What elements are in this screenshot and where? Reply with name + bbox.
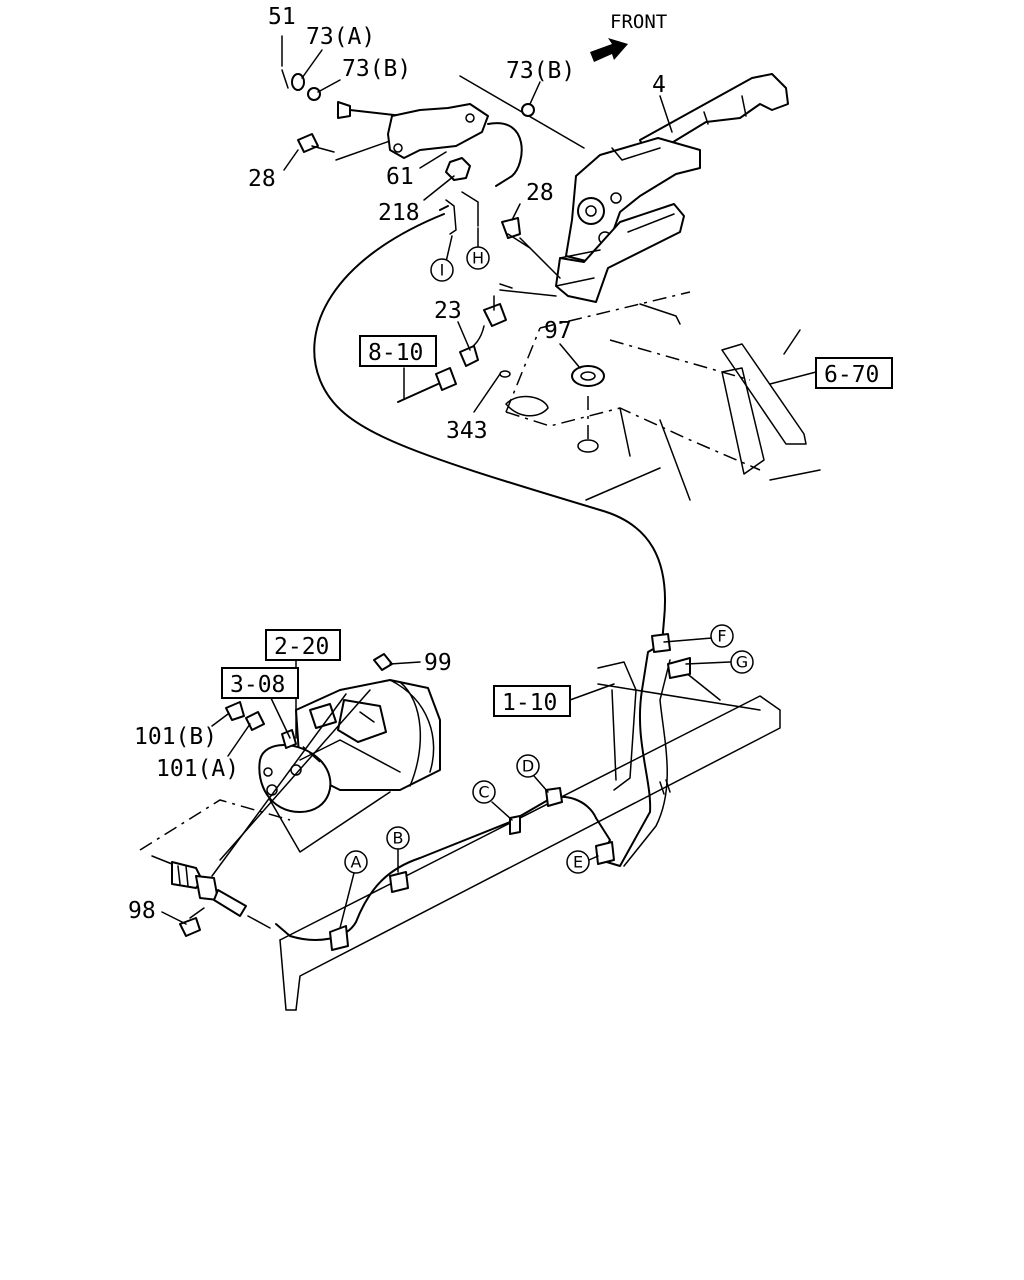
part-label-23: 23 bbox=[434, 298, 462, 324]
callout-a: A bbox=[351, 853, 362, 872]
ref-box-2-20-frame bbox=[265, 629, 341, 661]
main-cable bbox=[313, 213, 666, 621]
part-labels: 51 73(A) 73(B) 73(B) 4 28 28 61 218 23 9… bbox=[128, 4, 666, 924]
part-label-98: 98 bbox=[128, 898, 156, 924]
callout-d: D bbox=[522, 757, 534, 776]
part-label-51: 51 bbox=[268, 4, 296, 30]
part-label-99: 99 bbox=[424, 650, 452, 676]
part-label-97: 97 bbox=[544, 318, 572, 344]
callout-i: I bbox=[440, 261, 445, 280]
part-label-73b-top: 73(B) bbox=[342, 56, 411, 82]
part-label-61: 61 bbox=[386, 164, 414, 190]
part-label-28-left: 28 bbox=[248, 166, 276, 192]
ref-box-6-70-frame bbox=[815, 357, 893, 389]
callout-c: C bbox=[478, 783, 489, 802]
switch-assembly bbox=[397, 283, 557, 403]
transmission bbox=[139, 653, 441, 877]
ref-box-3-08-frame bbox=[221, 667, 299, 699]
part-label-343: 343 bbox=[446, 418, 488, 444]
callout-e: E bbox=[573, 853, 583, 872]
front-cable-end bbox=[151, 855, 247, 937]
frame-rail bbox=[279, 661, 781, 1011]
callout-g: G bbox=[736, 653, 748, 672]
front-arrow-icon bbox=[590, 38, 628, 62]
ref-box-1-10-frame bbox=[493, 685, 571, 717]
part-label-28-right: 28 bbox=[526, 180, 554, 206]
cable-end-assembly bbox=[281, 69, 585, 279]
part-label-73a: 73(A) bbox=[306, 24, 375, 50]
ref-box-8-10-frame bbox=[359, 335, 437, 367]
part-label-218: 218 bbox=[378, 200, 420, 226]
part-label-73b-right: 73(B) bbox=[506, 58, 575, 84]
part-label-101a: 101(A) bbox=[156, 756, 239, 782]
ref-box-1-10: 1-10 bbox=[502, 690, 557, 716]
callout-h: H bbox=[472, 249, 484, 268]
ref-box-8-10: 8-10 bbox=[368, 340, 423, 366]
callout-b: B bbox=[393, 829, 404, 848]
reference-boxes: 8-10 6-70 2-20 3-08 1-10 bbox=[221, 335, 893, 717]
ref-box-3-08: 3-08 bbox=[230, 672, 285, 698]
ref-box-6-70: 6-70 bbox=[824, 362, 879, 388]
part-label-4: 4 bbox=[652, 72, 666, 98]
leader-lines bbox=[161, 35, 817, 925]
front-label: FRONT bbox=[610, 11, 667, 33]
rear-cable bbox=[595, 619, 665, 867]
callouts: I H F G D C B A E bbox=[339, 246, 754, 929]
callout-f: F bbox=[717, 627, 726, 646]
floor-panel bbox=[505, 291, 821, 501]
ref-box-2-20: 2-20 bbox=[274, 634, 329, 660]
part-label-101b: 101(B) bbox=[134, 724, 217, 750]
lever-assembly bbox=[555, 73, 789, 303]
